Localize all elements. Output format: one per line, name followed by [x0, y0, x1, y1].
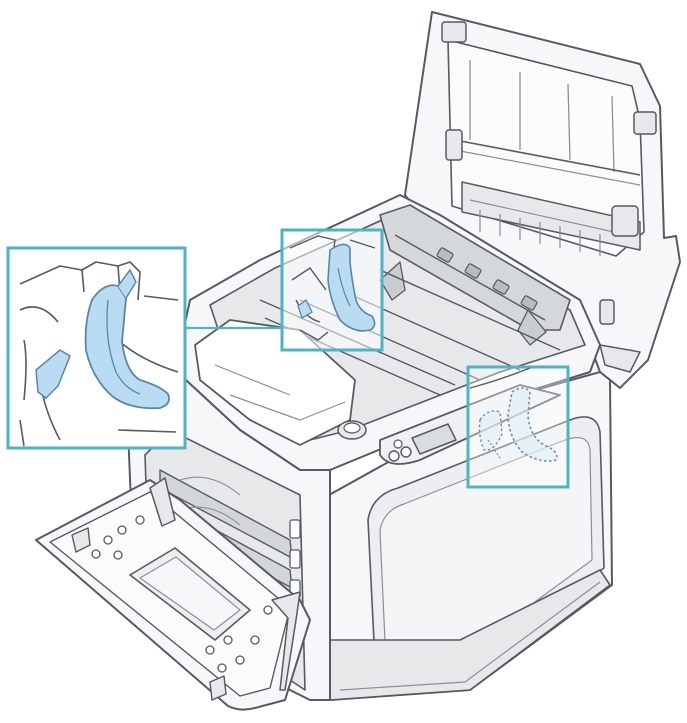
lever-callout-right — [466, 365, 570, 489]
lever-callout-center — [280, 228, 384, 352]
blue-lever-center — [327, 243, 376, 332]
top-cover-open — [404, 11, 681, 389]
printer-right-side — [319, 371, 613, 701]
front-door-open — [35, 477, 311, 711]
printer-top-surface — [174, 194, 601, 471]
zoom-callout-left — [6, 246, 187, 450]
hidden-lever-outline — [507, 387, 558, 462]
small-blue-tab — [35, 349, 71, 399]
